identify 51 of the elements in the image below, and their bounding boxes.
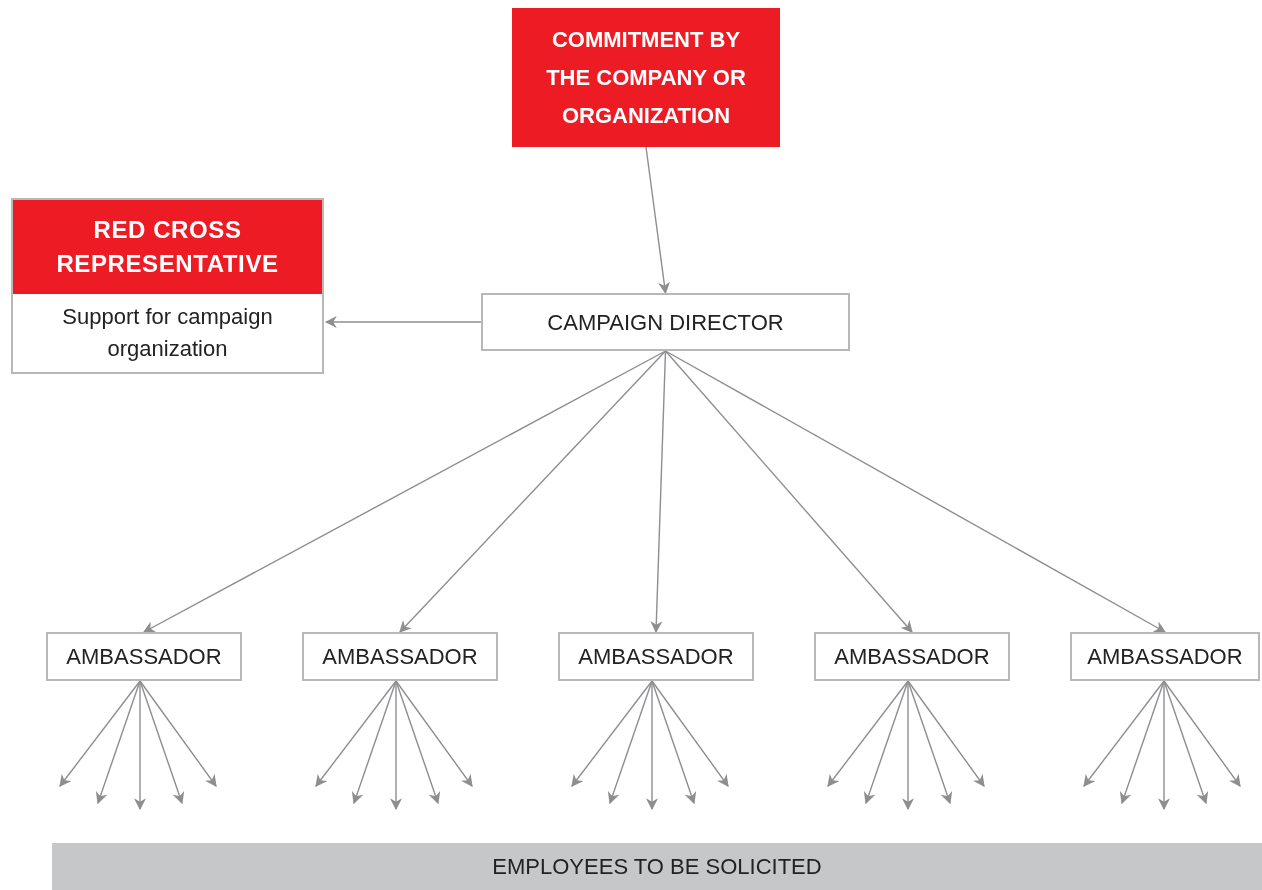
- role-box: [1070, 632, 1260, 681]
- role-box: [302, 632, 498, 681]
- representative-card: [11, 198, 324, 374]
- arrow: [651, 680, 697, 805]
- arrow: [646, 680, 658, 811]
- arrow: [315, 680, 397, 787]
- arrow: [395, 680, 441, 805]
- arrow: [139, 680, 217, 787]
- arrow: [571, 680, 653, 787]
- arrow: [827, 680, 909, 787]
- arrow: [1158, 680, 1170, 811]
- arrow: [1163, 680, 1209, 805]
- arrow: [142, 350, 667, 633]
- arrow: [134, 680, 146, 811]
- arrow: [1163, 680, 1241, 787]
- arrow: [664, 350, 913, 633]
- arrow: [390, 680, 402, 811]
- header-text: RED CROSS REPRESENTATIVE: [55, 215, 280, 279]
- role-box: [814, 632, 1010, 681]
- arrow: [1083, 680, 1165, 787]
- arrow: [1119, 680, 1165, 805]
- arrow: [351, 680, 397, 805]
- arrow: [650, 350, 667, 634]
- arrow: [651, 680, 729, 787]
- role-label: AMBASSADOR: [322, 643, 478, 671]
- arrow: [395, 680, 473, 787]
- body-text: Support for campaign organization: [61, 303, 274, 363]
- commitment-banner: [512, 8, 780, 147]
- arrow: [645, 146, 670, 295]
- arrow: [907, 680, 985, 787]
- arrow: [907, 680, 953, 805]
- arrow: [607, 680, 653, 805]
- arrow: [664, 350, 1167, 633]
- role-box: [558, 632, 754, 681]
- arrow: [139, 680, 185, 805]
- role-label: AMBASSADOR: [578, 643, 734, 671]
- arrow: [324, 316, 482, 328]
- arrow: [902, 680, 914, 811]
- role-label: AMBASSADOR: [834, 643, 990, 671]
- role-box: [46, 632, 242, 681]
- arrow: [399, 350, 667, 633]
- role-label: AMBASSADOR: [1087, 643, 1243, 671]
- arrow: [59, 680, 141, 787]
- role-label: AMBASSADOR: [66, 643, 222, 671]
- role-label: CAMPAIGN DIRECTOR: [547, 308, 784, 337]
- arrow: [95, 680, 141, 805]
- employees-bar: [52, 843, 1262, 890]
- banner-text: COMMITMENT BY THE COMPANY OR ORGANIZATION: [545, 25, 747, 130]
- arrow: [863, 680, 909, 805]
- bar-label: EMPLOYEES TO BE SOLICITED: [492, 853, 822, 881]
- role-box: [481, 293, 850, 351]
